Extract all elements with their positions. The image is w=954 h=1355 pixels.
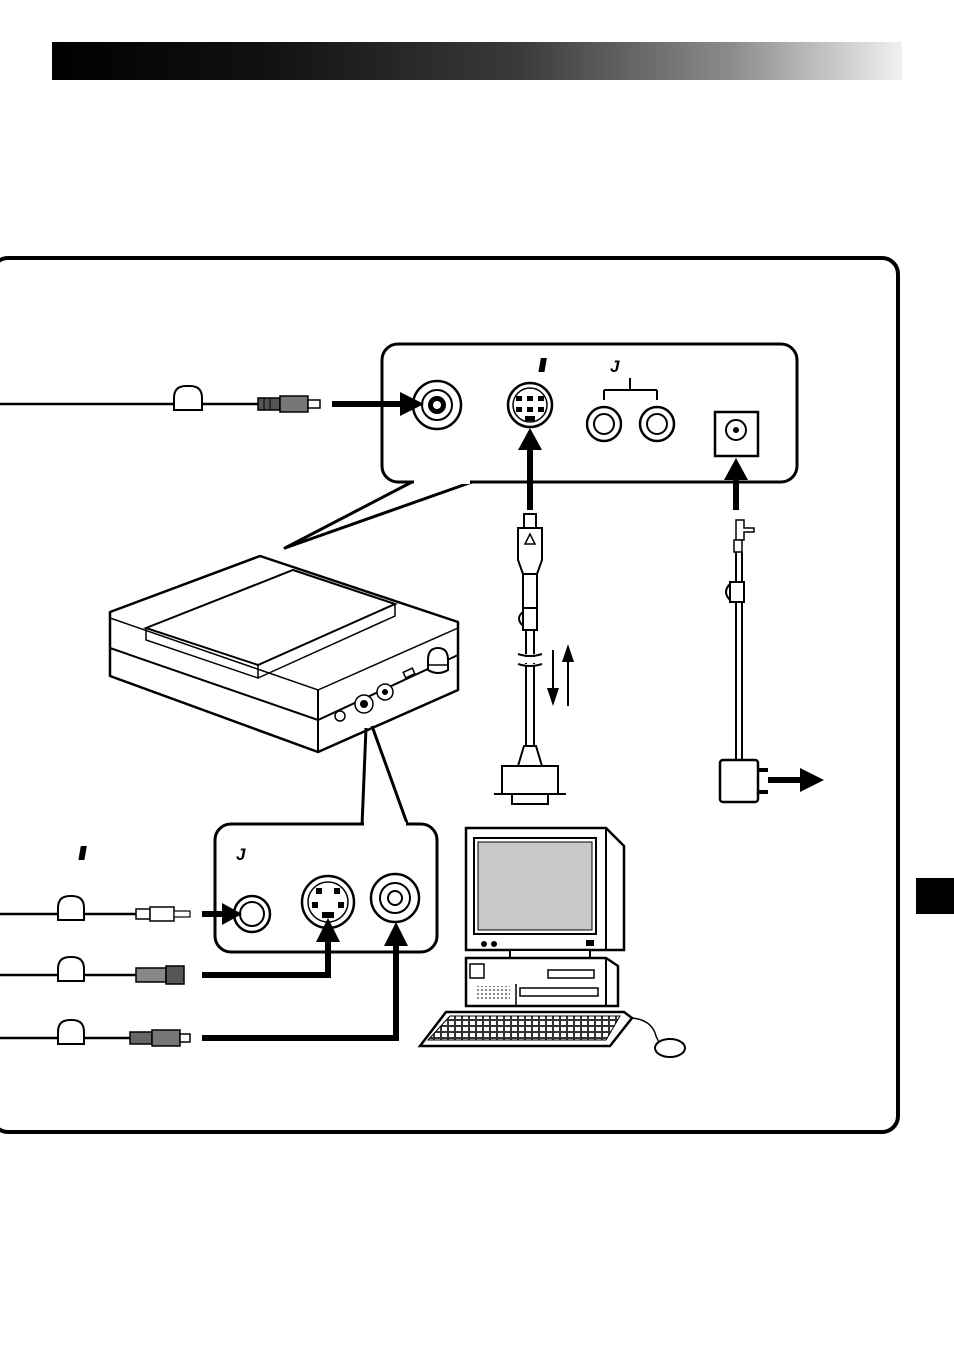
top-j-mark: J — [610, 357, 620, 376]
capture-device-illustration — [110, 556, 458, 752]
personal-computer-illustration — [420, 828, 685, 1057]
ac-adapter-cable — [720, 458, 768, 802]
video-cable-top — [0, 386, 320, 412]
pc-serial-cable — [494, 514, 566, 804]
bottom-j-mark: J — [236, 845, 246, 864]
dc-in-jack-icon — [715, 412, 758, 456]
audio-jack-left-icon — [587, 407, 621, 441]
mini-din-jack-icon — [508, 383, 552, 427]
audio-jack-right-icon — [640, 407, 674, 441]
audio-mic-cable — [0, 896, 190, 921]
arrow-to-outlet-icon — [768, 768, 824, 792]
composite-video-jack-icon — [371, 874, 419, 922]
data-transfer-arrows-icon — [547, 644, 574, 706]
